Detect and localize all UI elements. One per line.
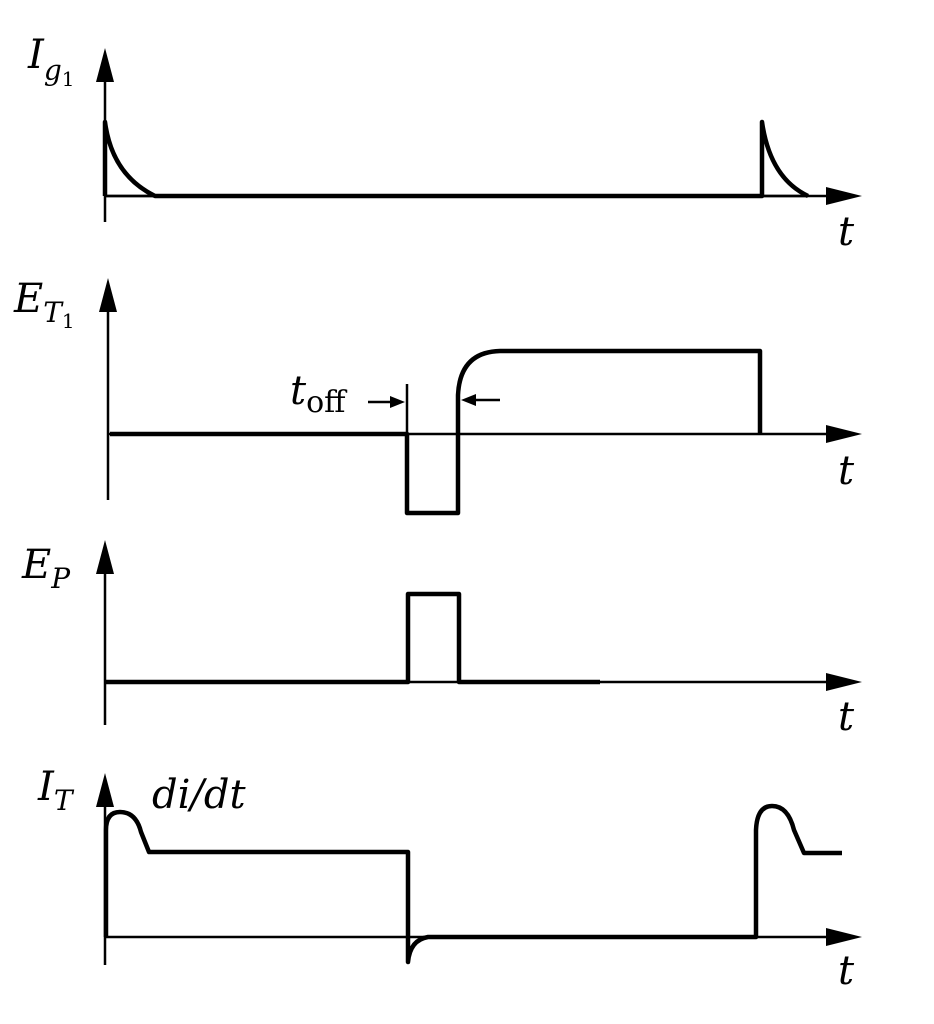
ep-x-label: t	[838, 694, 855, 740]
et1-waveform	[110, 348, 763, 516]
panel-it: IT di/dt t	[37, 764, 862, 994]
ep-y-label: EP	[21, 542, 71, 595]
it-waveform	[103, 803, 842, 965]
di-dt-label: di/dt	[152, 772, 246, 818]
toff-arrow-right-head	[461, 394, 476, 406]
panel-ig1: Ig1 t	[27, 32, 862, 255]
ep-waveform	[106, 591, 600, 685]
ig1-x-arrow	[826, 187, 862, 205]
et1-x-arrow	[826, 425, 862, 443]
toff-label: toff	[290, 368, 348, 420]
it-x-arrow	[826, 928, 862, 946]
panel-et1: ET1 toff t	[13, 276, 862, 516]
et1-x-label: t	[838, 448, 855, 494]
it-x-label: t	[838, 948, 855, 994]
ig1-waveform	[102, 119, 810, 199]
ig1-y-arrow	[96, 48, 114, 82]
ep-x-arrow	[826, 673, 862, 691]
toff-arrow-left-head	[390, 396, 405, 408]
ig1-y-label: Ig1	[27, 32, 74, 91]
ep-y-arrow	[96, 540, 114, 574]
et1-y-arrow	[99, 278, 117, 312]
it-y-label: IT	[37, 764, 75, 817]
panel-ep: EP t	[21, 540, 862, 740]
ig1-x-label: t	[838, 209, 855, 255]
it-y-arrow	[96, 773, 114, 807]
et1-y-label: ET1	[13, 276, 75, 333]
